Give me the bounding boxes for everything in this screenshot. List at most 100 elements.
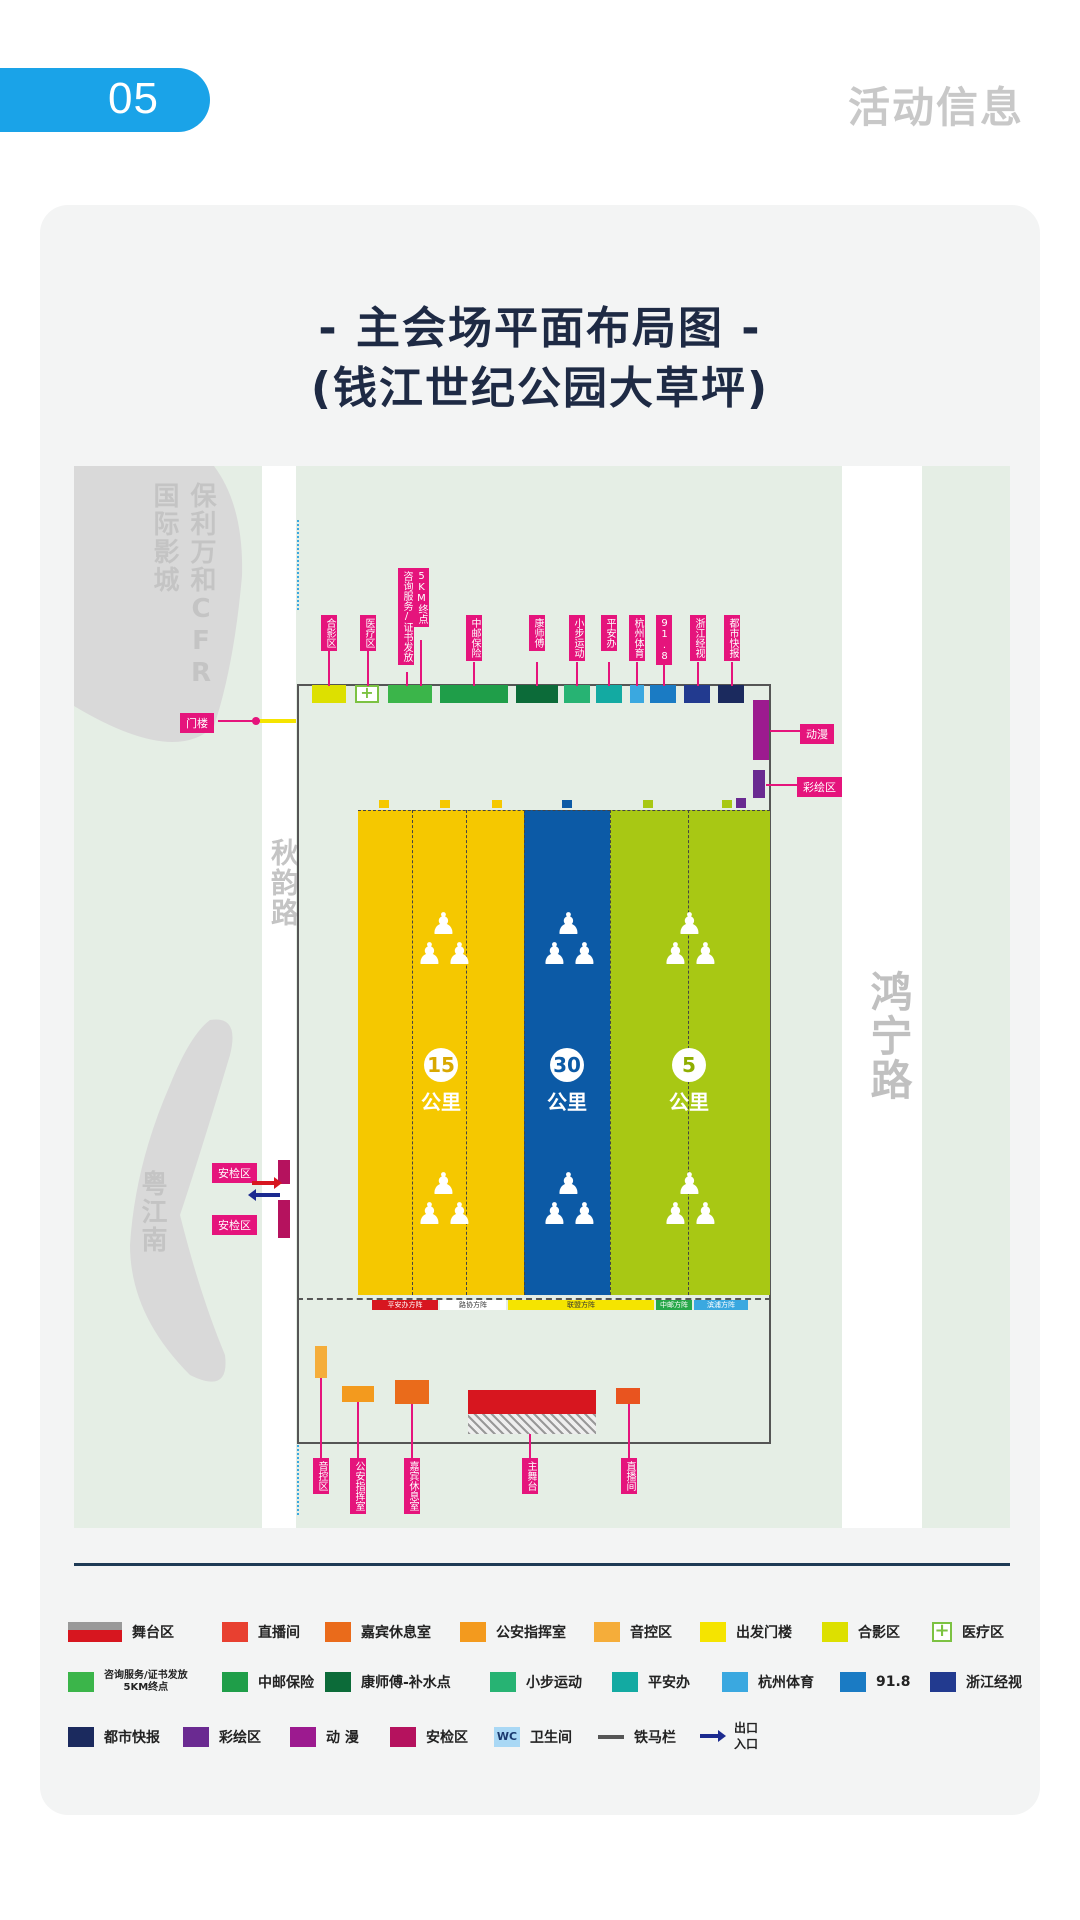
- gate-label: 门楼: [180, 713, 214, 733]
- map-subtitle: (钱江世纪公园大草坪): [310, 363, 770, 414]
- booth-label: 直播间: [621, 1458, 637, 1494]
- booth-label: 都市快报: [724, 615, 740, 661]
- vip-lounge-booth: [395, 1380, 429, 1404]
- legend-item: 平安办: [612, 1667, 690, 1697]
- photo-area-booth: [312, 685, 346, 703]
- section-title: 活动信息: [847, 83, 1024, 132]
- left-road-label: 秋韵路: [267, 838, 300, 928]
- runner-group-icon: ♟: [430, 907, 457, 942]
- runner-group-icon: ♟: [676, 1167, 703, 1202]
- phalanx-label: 路协方阵: [440, 1300, 506, 1310]
- distance-badge: 5: [672, 1048, 706, 1082]
- entry-arrow-icon: [252, 1181, 276, 1185]
- road-edge-marks: [297, 520, 302, 610]
- river-shape: [130, 1019, 233, 1382]
- start-gate: [260, 719, 296, 723]
- page-number-tab: [0, 68, 210, 132]
- wc-icon: WC: [494, 1727, 520, 1747]
- runner-group-icon: ♟: [555, 1167, 582, 1202]
- legend-item: 杭州体育: [722, 1667, 814, 1697]
- pingan-booth: [596, 685, 622, 703]
- paint-label: 彩绘区: [797, 777, 842, 797]
- distance-badge: 30: [550, 1048, 584, 1082]
- paint-booth: [753, 770, 765, 798]
- distance-unit: 公里: [547, 1090, 587, 1114]
- security-label: 安检区: [212, 1215, 257, 1235]
- booth-label: 杭州体育: [629, 615, 645, 661]
- booth-label: 小步运动: [569, 615, 585, 661]
- legend-item: 小步运动: [490, 1667, 582, 1697]
- river-label: 粤江南: [137, 1170, 167, 1254]
- phalanx-label: 滨浦方阵: [694, 1300, 748, 1310]
- booth-label: 平安办: [601, 615, 617, 651]
- security-label: 安检区: [212, 1163, 257, 1183]
- booth-label: 咨询服务/证书发放: [398, 568, 414, 665]
- anime-label: 动漫: [800, 724, 834, 744]
- legend-item: 公安指挥室: [460, 1617, 566, 1647]
- road-edge-marks: [297, 1445, 302, 1515]
- exit-entry-arrow-icon: [700, 1726, 728, 1746]
- legend-item: 出口入口: [700, 1716, 758, 1756]
- exit-arrow-icon: [256, 1193, 280, 1197]
- cinema-label: 保利万和CFR国际影城: [149, 482, 216, 690]
- booth-label: 音控区: [313, 1458, 329, 1494]
- right-road-label: 鸿宁路: [864, 970, 913, 1102]
- left-road: [262, 466, 296, 1528]
- legend-item: 浙江经视: [930, 1667, 1022, 1697]
- legend-item: 中邮保险: [222, 1667, 314, 1697]
- legend-item: 都市快报: [68, 1722, 160, 1752]
- legend-item: 直播间: [222, 1617, 300, 1647]
- booth-label: 中邮保险: [466, 615, 482, 661]
- legend-item: 91.8: [840, 1667, 911, 1697]
- inner-fence: [297, 1298, 771, 1300]
- booth-label: 浙江经视: [690, 615, 706, 661]
- live-room-booth: [616, 1388, 640, 1404]
- distance-unit: 公里: [669, 1090, 709, 1114]
- booth-label: 5KM终点: [413, 568, 429, 627]
- fence-swatch: [598, 1735, 624, 1739]
- legend-item: 康师傅-补水点: [325, 1667, 451, 1697]
- legend-item: 舞台区: [68, 1617, 174, 1647]
- legend-item: 铁马栏: [598, 1722, 676, 1752]
- police-command-booth: [342, 1386, 374, 1402]
- runner-group-icon: ♟: [430, 1167, 457, 1202]
- runner-group-icon: ♟: [676, 907, 703, 942]
- dushi-booth: [718, 685, 744, 703]
- right-road: [842, 466, 922, 1528]
- radio-918-booth: [650, 685, 676, 703]
- map-title: - 主会场平面布局图 -: [318, 303, 762, 354]
- legend-item: 彩绘区: [183, 1722, 261, 1752]
- booth-label: 医疗区: [360, 615, 376, 651]
- main-stage: [468, 1390, 596, 1414]
- medical-cross-icon: +: [932, 1622, 952, 1642]
- legend-item: 出发门楼: [700, 1617, 792, 1647]
- distance-unit: 公里: [421, 1090, 461, 1114]
- zjtv-booth: [684, 685, 710, 703]
- legend-item: 音控区: [594, 1617, 672, 1647]
- phalanx-label: 联盟方阵: [508, 1300, 654, 1310]
- anime-booth: [753, 700, 769, 760]
- xiaobu-booth: [564, 685, 590, 703]
- legend-item: 动 漫: [290, 1722, 359, 1752]
- booth-label: 公安指挥室: [350, 1458, 366, 1514]
- info-service-booth: [388, 685, 432, 703]
- booth-label: 嘉宾休息室: [404, 1458, 420, 1514]
- legend-item: 合影区: [822, 1617, 900, 1647]
- stage-swatch: [68, 1622, 122, 1642]
- legend-item: WC 卫生间: [494, 1722, 572, 1752]
- distance-badge: 15: [424, 1048, 458, 1082]
- booth-label: 91.8: [656, 615, 672, 665]
- legend-divider: [74, 1563, 1010, 1566]
- hz-sports-booth: [630, 685, 644, 703]
- page-number: 05: [108, 74, 159, 123]
- sound-control-booth: [315, 1346, 327, 1378]
- kangshifu-booth: [516, 685, 558, 703]
- security-booth: [278, 1200, 290, 1238]
- phalanx-label: 中邮方阵: [656, 1300, 692, 1310]
- medical-cross-icon: +: [355, 685, 379, 703]
- postal-insurance-booth: [440, 685, 508, 703]
- legend-item: + 医疗区: [932, 1617, 1004, 1647]
- booth-label: 合影区: [321, 615, 337, 651]
- booth-label: 康师傅: [529, 615, 545, 651]
